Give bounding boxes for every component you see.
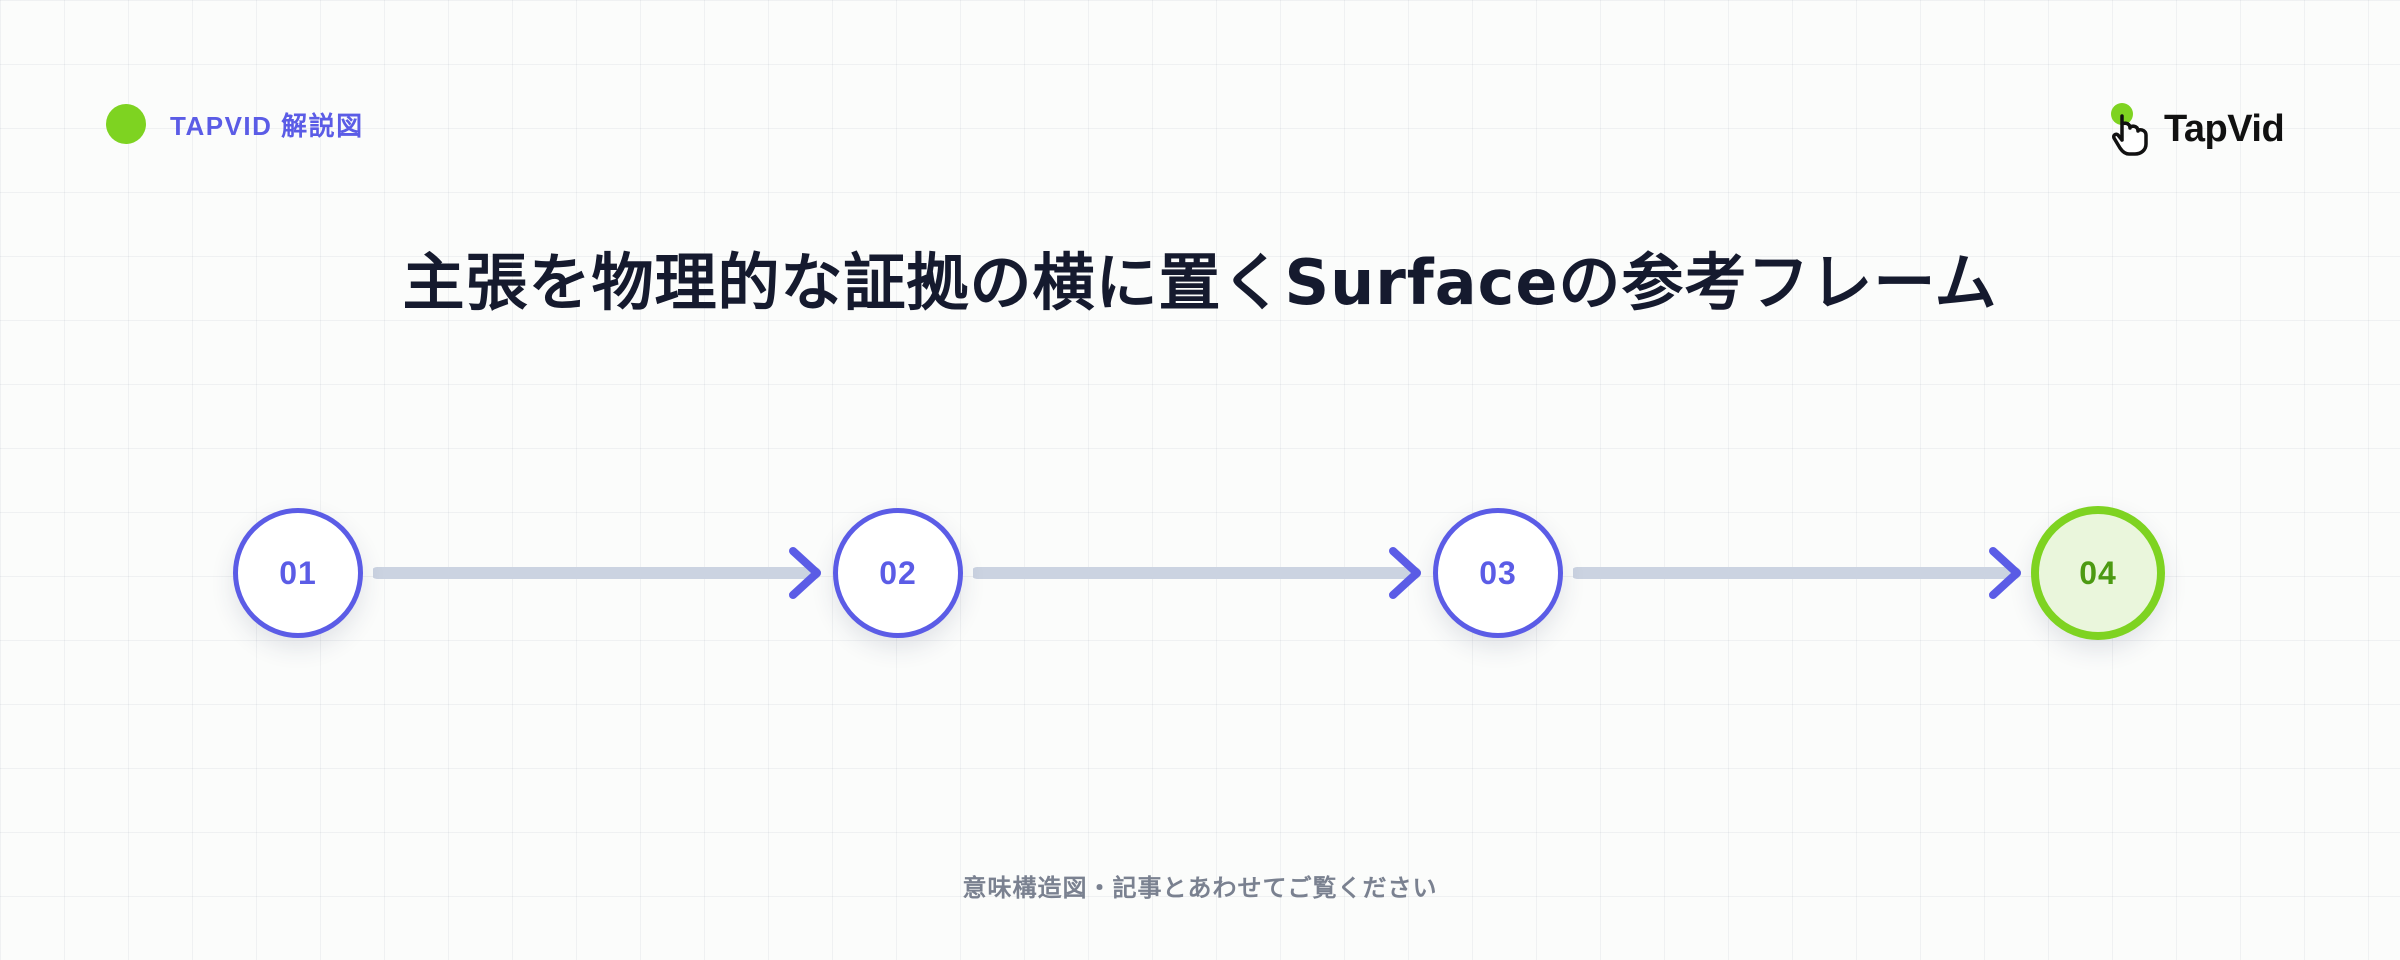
step-number: 04 xyxy=(2079,554,2117,591)
header-badge: TAPVID 解説図 xyxy=(106,104,364,144)
tap-hand-icon xyxy=(2111,103,2148,156)
page-title: 主張を物理的な証拠の横に置くSurfaceの参考フレーム xyxy=(402,246,1998,319)
connector-arrow xyxy=(1573,547,2021,599)
connector-arrow xyxy=(373,547,821,599)
step-node-3: 03 xyxy=(1433,508,1563,638)
step-number: 03 xyxy=(1479,554,1517,591)
footer-caption: 意味構造図・記事とあわせてご覧ください xyxy=(962,874,1438,902)
step-number: 01 xyxy=(279,554,317,591)
step-node-4: 04 xyxy=(2031,506,2165,640)
step-node-1: 01 xyxy=(233,508,363,638)
tapvid-logo: TapVid xyxy=(2108,100,2285,158)
step-node-2: 02 xyxy=(833,508,963,638)
logo-text: TapVid xyxy=(2164,107,2285,150)
step-number: 02 xyxy=(879,554,917,591)
badge-dot-icon xyxy=(106,104,146,144)
arrowhead-icon xyxy=(789,547,821,599)
connector-arrow xyxy=(973,547,1421,599)
badge-label: TAPVID 解説図 xyxy=(170,110,364,141)
arrowhead-icon xyxy=(1989,547,2021,599)
arrowhead-icon xyxy=(1389,547,1421,599)
